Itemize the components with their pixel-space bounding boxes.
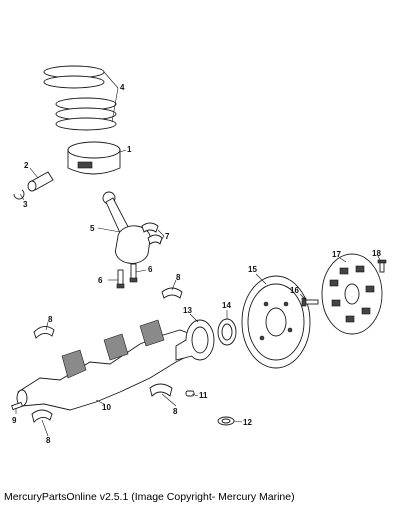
callout-4: 4 bbox=[120, 83, 125, 92]
callout-13: 13 bbox=[183, 306, 192, 315]
piston-pin[interactable] bbox=[27, 171, 54, 192]
callout-5: 5 bbox=[90, 224, 95, 233]
flywheel-bolt[interactable] bbox=[301, 297, 319, 307]
main-bearing-lower-center[interactable] bbox=[149, 383, 173, 397]
copyright-caption: MercuryPartsOnline v2.5.1 (Image Copyrig… bbox=[4, 491, 295, 503]
pin-retainer-clip[interactable] bbox=[13, 189, 25, 200]
callout-8-lower-left: 8 bbox=[46, 436, 51, 445]
main-bearing-upper-right[interactable] bbox=[161, 287, 183, 299]
crankshaft[interactable] bbox=[16, 319, 197, 411]
rod-bolt-right[interactable] bbox=[129, 263, 138, 283]
callout-6-left: 6 bbox=[98, 276, 103, 285]
callout-12: 12 bbox=[243, 418, 252, 427]
callout-11: 11 bbox=[199, 391, 208, 400]
washer[interactable] bbox=[217, 416, 235, 426]
leader-lines bbox=[15, 71, 381, 437]
main-bearing-lower-left[interactable] bbox=[31, 409, 53, 423]
callout-16: 16 bbox=[290, 286, 299, 295]
rod-bearing[interactable] bbox=[141, 222, 163, 245]
callout-8-left-upper: 8 bbox=[48, 315, 53, 324]
main-bearing-left-upper[interactable] bbox=[33, 326, 55, 339]
callout-1: 1 bbox=[127, 145, 132, 154]
dowel-pin[interactable] bbox=[185, 390, 195, 397]
callout-8-upper-right: 8 bbox=[176, 273, 181, 282]
callout-7: 7 bbox=[165, 232, 170, 241]
callout-2: 2 bbox=[24, 161, 29, 170]
callout-6-right: 6 bbox=[148, 265, 153, 274]
callout-10: 10 bbox=[102, 403, 111, 412]
callout-14: 14 bbox=[222, 301, 231, 310]
callout-17: 17 bbox=[332, 250, 341, 259]
rear-seal-housing[interactable] bbox=[175, 319, 215, 361]
callout-numbers: 1 2 3 4 5 6 6 7 8 8 8 8 9 10 11 12 13 14… bbox=[12, 83, 381, 445]
connecting-rod[interactable] bbox=[102, 191, 151, 264]
drive-plate-screw[interactable] bbox=[377, 259, 387, 273]
callout-18: 18 bbox=[372, 249, 381, 258]
callout-9: 9 bbox=[12, 416, 17, 425]
piston[interactable] bbox=[67, 141, 121, 175]
piston-rings[interactable] bbox=[43, 65, 117, 131]
crankshaft-key[interactable] bbox=[11, 401, 23, 411]
flywheel[interactable] bbox=[241, 275, 311, 369]
spacer-ring[interactable] bbox=[217, 318, 237, 346]
rod-bolt-left[interactable] bbox=[116, 269, 125, 289]
drive-plate[interactable] bbox=[321, 253, 383, 335]
callout-15: 15 bbox=[248, 265, 257, 274]
callout-8-lower-center: 8 bbox=[173, 407, 178, 416]
callout-3: 3 bbox=[23, 200, 28, 209]
